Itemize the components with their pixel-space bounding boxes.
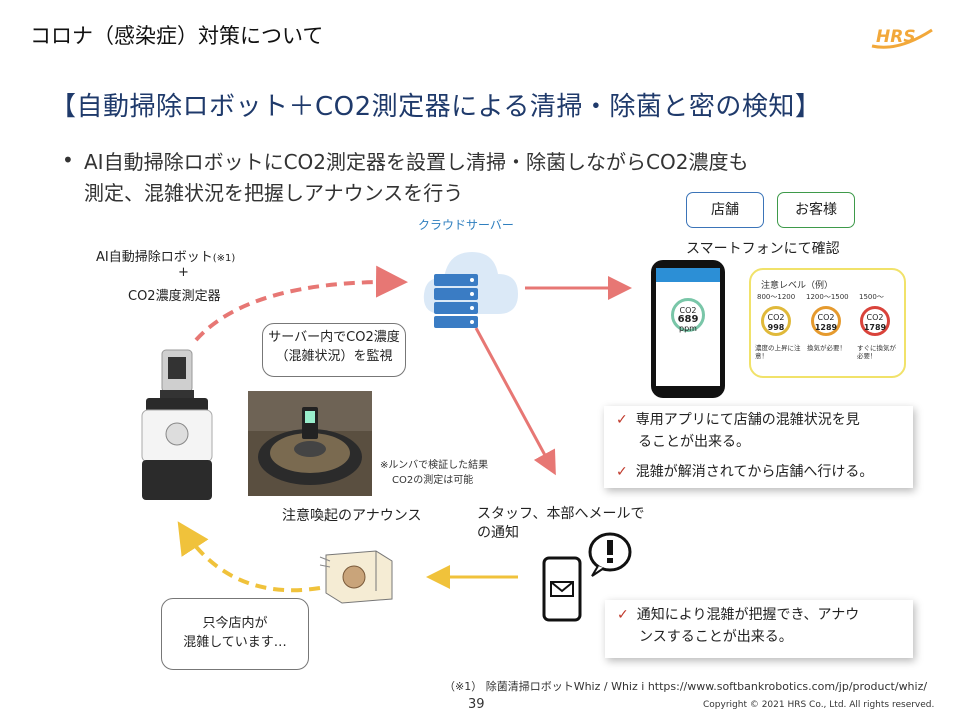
app-benefit-item-1: ✓専用アプリにて店舗の混雑状況を見 [616, 412, 860, 428]
co2-note-1: 換気が必要！ [807, 344, 846, 352]
co2-note-0: 濃度の上昇に注意！ [755, 344, 801, 360]
smartphone-caption: スマートフォンにて確認 [686, 241, 840, 257]
photo-note-line1: ※ルンバで検証した結果 [380, 460, 489, 471]
cloud-server-icon [423, 252, 518, 328]
page-header-title: コロナ（感染症）対策について [30, 24, 324, 48]
tag-store: 店舗 [686, 192, 764, 228]
app-benefits-box: ✓専用アプリにて店舗の混雑状況を見 ることが出来る。 ✓混雑が解消されてから店舗… [604, 406, 913, 488]
bullet-line-1: AI自動掃除ロボットにCO2測定器を設置し清掃・除菌しながらCO2濃度も [84, 150, 749, 174]
co2-range-1: 1200〜1500 [806, 293, 849, 301]
co2-note-2: すぐに換気が必要！ [857, 344, 896, 360]
cloud-to-staff-arrow [474, 327, 556, 476]
server-callout-line1: サーバー内でCO2濃度 [268, 330, 400, 345]
speech-line1: 只今店内が [202, 616, 268, 631]
server-callout-line2: （混雑状況）を監視 [275, 349, 393, 364]
robot-to-cloud-arrow [194, 265, 408, 342]
copyright: Copyright © 2021 HRS Co., Ltd. All right… [703, 700, 935, 710]
robot-label-plus: + [178, 265, 189, 280]
tag-customer: お客様 [777, 192, 855, 228]
announce-label: 注意喚起のアナウンス [282, 508, 422, 524]
smartphone-app-mockup: CO2 689 ppm [651, 260, 725, 398]
mail-notification-phone-icon [542, 532, 632, 622]
robot-label-line1: AI自動掃除ロボット(※1) [96, 250, 236, 265]
co2-range-2: 1500〜 [859, 293, 884, 301]
staff-label-line1: スタッフ、本部へメールで [477, 506, 645, 522]
notification-benefit-box: ✓通知により混雑が把握でき、アナウ ンスすることが出来る。 [605, 600, 913, 658]
app-benefit-item-1-cont: ることが出来る。 [638, 434, 750, 450]
staff-label-line2: の通知 [477, 525, 519, 541]
main-title: 【自動掃除ロボット＋CO2測定器による清掃・除菌と密の検知】 [50, 92, 822, 122]
notification-benefit-item-cont: ンスすることが出来る。 [639, 629, 793, 645]
page-number: 39 [468, 697, 485, 712]
cloud-server-label: クラウドサーバー [418, 218, 514, 232]
roomba-test-photo [248, 391, 372, 496]
speaker-to-robot-arrow [177, 521, 321, 593]
speech-line2: 混雑しています… [183, 635, 287, 650]
co2-panel-title: 注意レベル（例） [761, 281, 834, 291]
app-co2-gauge: CO2 689 ppm [671, 298, 705, 333]
hrs-logo: HRS [871, 27, 933, 49]
robot-label-line2: CO2濃度測定器 [128, 289, 221, 304]
logo-text: HRS [876, 27, 916, 47]
app-benefit-item-2: ✓混雑が解消されてから店舗へ行ける。 [616, 464, 874, 480]
server-monitor-callout: サーバー内でCO2濃度 （混雑状況）を監視 [262, 323, 406, 377]
bullet-symbol: • [62, 148, 74, 172]
cleaning-robot-icon [141, 349, 213, 500]
announcement-speech-bubble: 只今店内が 混雑しています… [161, 598, 309, 670]
footnote: （※1） 除菌清掃ロボットWhiz / Whiz i https://www.s… [444, 680, 928, 693]
photo-note-line2: CO2の測定は可能 [392, 475, 474, 486]
bullet-line-2: 測定、混雑状況を把握しアナウンスを行う [84, 181, 464, 205]
notification-benefit-item: ✓通知により混雑が把握でき、アナウ [617, 607, 860, 623]
speaker-icon [319, 550, 393, 604]
co2-range-0: 800〜1200 [757, 293, 796, 301]
